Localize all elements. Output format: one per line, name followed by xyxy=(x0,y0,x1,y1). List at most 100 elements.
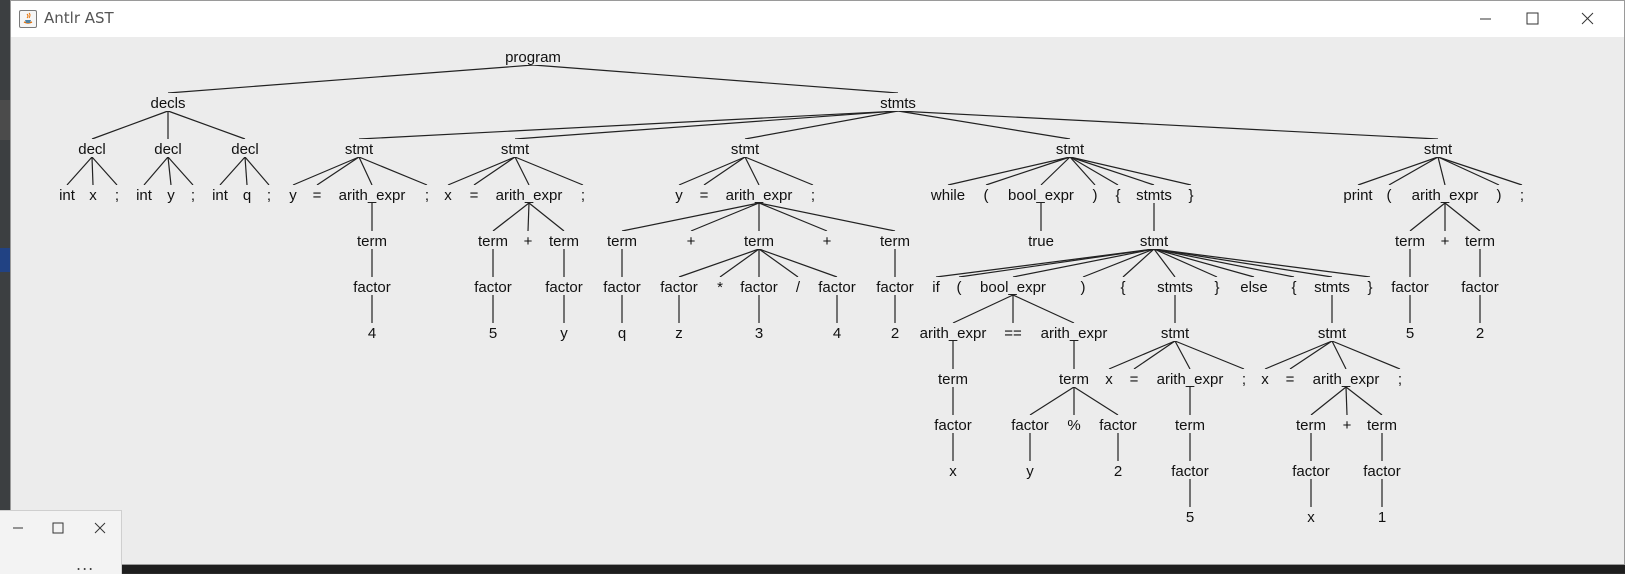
tree-node-bg xyxy=(1091,415,1145,433)
tree-edge xyxy=(1310,386,1347,416)
tree-node-label: 5 xyxy=(1186,509,1194,526)
tree-edge xyxy=(758,202,828,232)
minimize-button[interactable] xyxy=(1462,1,1508,37)
tree-node-label: bool_expr xyxy=(980,279,1046,296)
tree-edge xyxy=(985,156,1071,186)
tree-node-label: stmt xyxy=(731,141,760,158)
tree-node-label: program xyxy=(505,49,561,66)
tree-node-bg xyxy=(1152,277,1198,295)
mini-maximize-button[interactable] xyxy=(46,519,70,537)
tree-edge xyxy=(244,156,248,186)
tree-node-label: bool_expr xyxy=(1008,187,1074,204)
tree-node-label: = xyxy=(1286,371,1295,388)
tree-edge xyxy=(1174,340,1191,370)
tree-node-bg xyxy=(1391,231,1429,249)
tree-node-label: arith_expr xyxy=(920,325,987,342)
tree-edge xyxy=(358,110,899,140)
tree-node-bg xyxy=(1363,415,1401,433)
tree-node-label: stmts xyxy=(1136,187,1172,204)
tree-edge xyxy=(492,202,530,232)
tree-node-label: arith_expr xyxy=(726,187,793,204)
tree-node-bg xyxy=(1031,323,1117,341)
tree-edge xyxy=(1153,248,1176,278)
tree-edge xyxy=(1153,248,1333,278)
tree-node-bg xyxy=(186,185,200,203)
tree-node-bg xyxy=(466,277,520,295)
tree-node-bg xyxy=(474,231,512,249)
tree-node-label: ; xyxy=(1242,371,1246,388)
tree-node-bg xyxy=(925,277,947,295)
tree-node-bg xyxy=(684,231,698,249)
tree-node-label: ; xyxy=(425,187,429,204)
tree-node-label: + xyxy=(524,233,533,250)
mini-close-button[interactable] xyxy=(88,519,112,537)
tree-node-label: factor xyxy=(1363,463,1401,480)
tree-node-label: factor xyxy=(1292,463,1330,480)
tree-node-label: z xyxy=(675,325,683,342)
tree-node-bg xyxy=(697,185,711,203)
tree-node-bg xyxy=(1235,277,1273,295)
tree-edge xyxy=(316,156,360,186)
tree-node-label: 2 xyxy=(1476,325,1484,342)
title-bar[interactable]: Antlr AST xyxy=(11,1,1624,37)
tree-edge xyxy=(758,248,799,278)
tree-node-label: x xyxy=(949,463,957,480)
tree-edge xyxy=(1289,340,1333,370)
tree-node-bg xyxy=(420,185,434,203)
tree-node-label: factor xyxy=(1099,417,1137,434)
tree-node-bg xyxy=(925,185,971,203)
tree-node-label: stmts xyxy=(880,95,916,112)
tree-node-label: if xyxy=(932,279,940,296)
tree-edge xyxy=(1069,156,1119,186)
tree-node-label: y xyxy=(560,325,568,342)
tree-edge xyxy=(358,156,428,186)
tree-edge xyxy=(1012,248,1155,278)
tree-edge xyxy=(167,156,194,186)
tree-edge xyxy=(758,202,896,232)
close-button[interactable] xyxy=(1564,1,1610,37)
tree-node-label: term xyxy=(1465,233,1495,250)
tree-edge xyxy=(1133,340,1176,370)
tree-node-label: ; xyxy=(1520,187,1524,204)
tree-node-label: x xyxy=(444,187,452,204)
tree-node-label: true xyxy=(1028,233,1054,250)
tree-node-label: else xyxy=(1240,279,1268,296)
tree-node-label: x xyxy=(1307,509,1315,526)
tree-node-label: factor xyxy=(660,279,698,296)
tree-edge xyxy=(527,202,530,232)
taskbar xyxy=(0,565,1625,573)
tree-node-bg xyxy=(441,185,455,203)
tree-node-label: decl xyxy=(231,141,259,158)
tree-node-label: { xyxy=(1115,187,1120,204)
tree-node-bg xyxy=(820,231,834,249)
tree-node-label: stmts xyxy=(1314,279,1350,296)
tree-edge xyxy=(447,156,516,186)
tree-node-label: ) xyxy=(1497,187,1502,204)
more-options-button[interactable]: ... xyxy=(76,555,95,574)
tree-node-label: } xyxy=(1367,279,1372,296)
tree-edge xyxy=(1444,202,1481,232)
tree-node-label: int xyxy=(136,187,153,204)
tree-edge xyxy=(678,248,760,278)
tree-node-bg xyxy=(1393,369,1407,387)
tree-edge xyxy=(1331,340,1401,370)
tree-node-label: factor xyxy=(1011,417,1049,434)
close-icon xyxy=(94,522,106,534)
tree-node-bg xyxy=(226,139,264,157)
tree-node-bg xyxy=(486,323,500,341)
tree-node-label: ) xyxy=(1081,279,1086,296)
tree-edge xyxy=(719,248,760,278)
tree-node-label: ( xyxy=(957,279,962,296)
tree-node-label: term xyxy=(938,371,968,388)
tree-node-bg xyxy=(740,231,778,249)
tree-node-label: + xyxy=(687,233,696,250)
tree-edge xyxy=(1437,156,1523,186)
tree-node-bg xyxy=(486,185,572,203)
tree-node-bg xyxy=(1127,369,1141,387)
mini-minimize-button[interactable] xyxy=(6,519,30,537)
tree-node-bg xyxy=(910,323,996,341)
maximize-button[interactable] xyxy=(1509,1,1555,37)
tree-edge xyxy=(1073,386,1119,416)
tree-node-label: stmt xyxy=(501,141,530,158)
tree-node-label: factor xyxy=(740,279,778,296)
